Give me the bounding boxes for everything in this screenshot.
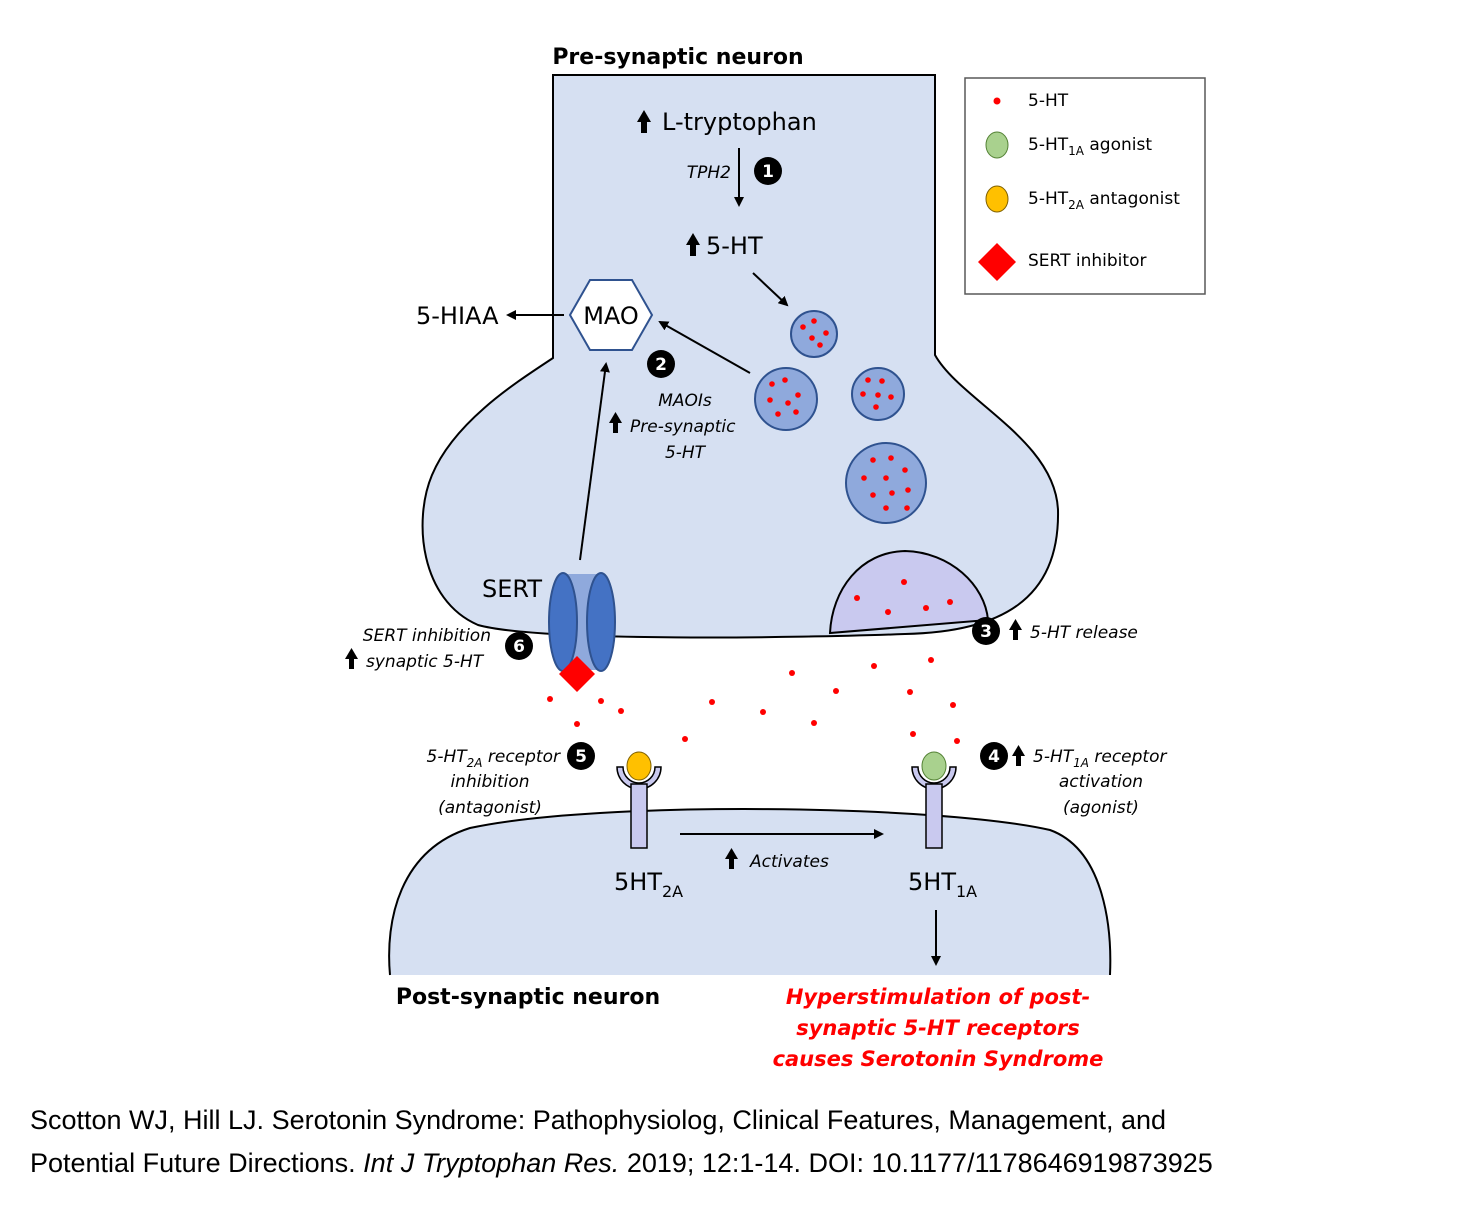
receptor-2a-label-line3: (antagonist) bbox=[438, 798, 542, 818]
legend-5ht-dot bbox=[993, 97, 1001, 105]
maois-label: MAOIs bbox=[658, 391, 712, 411]
step-6-badge: 6 bbox=[505, 632, 533, 660]
receptor-2a-label-line1: 5-HT2A receptor bbox=[427, 747, 561, 770]
citation-line-2: Potential Future Directions. Int J Trypt… bbox=[30, 1148, 1213, 1179]
citation-journal: Int J Tryptophan Res. bbox=[363, 1148, 620, 1178]
pre-synaptic-label: Pre-synaptic neuron bbox=[552, 45, 803, 70]
legend-agonist-label: 5-HT1A agonist bbox=[1028, 135, 1152, 158]
synthesis-to-vesicle-arrow bbox=[752, 272, 789, 307]
svg-text:3: 3 bbox=[980, 622, 992, 642]
l-tryptophan-label: L-tryptophan bbox=[662, 108, 817, 136]
up-arrow-icon bbox=[725, 848, 738, 869]
vesicles bbox=[754, 310, 927, 524]
up-arrow-icon bbox=[1012, 745, 1025, 766]
diamond-icon bbox=[978, 243, 1016, 281]
svg-text:2: 2 bbox=[655, 355, 667, 375]
mao-label: MAO bbox=[583, 302, 639, 330]
antagonist-icon bbox=[626, 751, 652, 781]
pre-synaptic-neuron bbox=[421, 74, 1060, 639]
svg-text:4: 4 bbox=[988, 747, 1000, 767]
sert-to-mao-arrow bbox=[579, 362, 610, 561]
citation-authors-title: Potential Future Directions. bbox=[30, 1148, 356, 1178]
up-arrow-icon bbox=[345, 648, 358, 669]
agonist-icon bbox=[921, 751, 947, 781]
five-hiaa-label: 5-HIAA bbox=[416, 302, 499, 330]
activates-label: Activates bbox=[749, 852, 829, 872]
legend: 5-HT 5-HT1A agonist 5-HT2A antagonist SE… bbox=[964, 77, 1206, 295]
sert-inhibition-label: SERT inhibition bbox=[363, 626, 491, 646]
svg-text:5: 5 bbox=[575, 747, 587, 767]
svg-text:6: 6 bbox=[513, 637, 525, 657]
step-1-badge: 1 bbox=[754, 157, 782, 185]
up-arrow-icon bbox=[609, 412, 622, 433]
synaptic-5ht-label: synaptic 5-HT bbox=[366, 652, 485, 672]
receptor-5ht1a bbox=[911, 766, 957, 849]
vesicle-to-mao-arrow bbox=[658, 321, 751, 374]
up-arrow-icon bbox=[686, 233, 700, 256]
step-2-badge: 2 bbox=[647, 350, 675, 378]
up-arrow-icon bbox=[1009, 619, 1022, 640]
release-label: 5-HT release bbox=[1030, 623, 1138, 643]
post-synaptic-membrane bbox=[388, 808, 1112, 976]
receptor-1a-label-line3: (agonist) bbox=[1063, 798, 1139, 818]
post-synaptic-neuron bbox=[389, 809, 1111, 975]
step-4-badge: 4 bbox=[980, 742, 1008, 770]
receptor-5ht2a bbox=[616, 766, 662, 849]
vesicle bbox=[845, 442, 927, 524]
receptor-1a-label-line1: 5-HT1A receptor bbox=[1033, 747, 1167, 770]
vesicle bbox=[754, 367, 818, 431]
pre-synaptic-5ht-label: Pre-synaptic bbox=[630, 417, 736, 437]
release-vesicle bbox=[828, 549, 990, 635]
receptor-1a-label-line2: activation bbox=[1059, 772, 1143, 792]
release-vesicle-5ht bbox=[854, 579, 953, 615]
step-3-badge: 3 bbox=[972, 617, 1000, 645]
step-5-badge: 5 bbox=[567, 742, 595, 770]
citation-doi: 2019; 12:1-14. DOI: 10.1177/117864691987… bbox=[626, 1148, 1213, 1178]
legend-antagonist-icon bbox=[985, 185, 1009, 213]
vesicle bbox=[790, 310, 838, 358]
tph2-label: TPH2 bbox=[687, 163, 731, 183]
citation-line-1: Scotton WJ, Hill LJ. Serotonin Syndrome:… bbox=[30, 1105, 1167, 1135]
outcome-line-1: Hyperstimulation of post- bbox=[786, 985, 1090, 1009]
five-ht-label: 5-HT bbox=[706, 232, 763, 260]
legend-antagonist-label: 5-HT2A antagonist bbox=[1028, 189, 1180, 212]
diamond-icon bbox=[559, 656, 595, 692]
outcome-line-3: causes Serotonin Syndrome bbox=[773, 1047, 1104, 1071]
legend-sert-inhibitor-label: SERT inhibitor bbox=[1028, 251, 1146, 271]
synaptic-5ht-dots bbox=[547, 657, 960, 744]
pre-synaptic-5ht-label-line2: 5-HT bbox=[665, 443, 707, 463]
sert-transporter bbox=[548, 572, 616, 672]
legend-5ht-label: 5-HT bbox=[1028, 91, 1069, 111]
receptor-1a-name: 5HT1A bbox=[908, 868, 977, 901]
legend-agonist-icon bbox=[985, 131, 1009, 159]
receptor-2a-name: 5HT2A bbox=[614, 868, 683, 901]
up-arrow-icon bbox=[637, 110, 651, 133]
svg-text:1: 1 bbox=[762, 162, 774, 182]
post-synaptic-label: Post-synaptic neuron bbox=[396, 985, 660, 1010]
sert-label: SERT bbox=[482, 575, 542, 603]
outcome-line-2: synaptic 5-HT receptors bbox=[796, 1016, 1080, 1040]
receptor-2a-label-line2: inhibition bbox=[450, 772, 529, 792]
mao-hexagon bbox=[568, 279, 654, 351]
